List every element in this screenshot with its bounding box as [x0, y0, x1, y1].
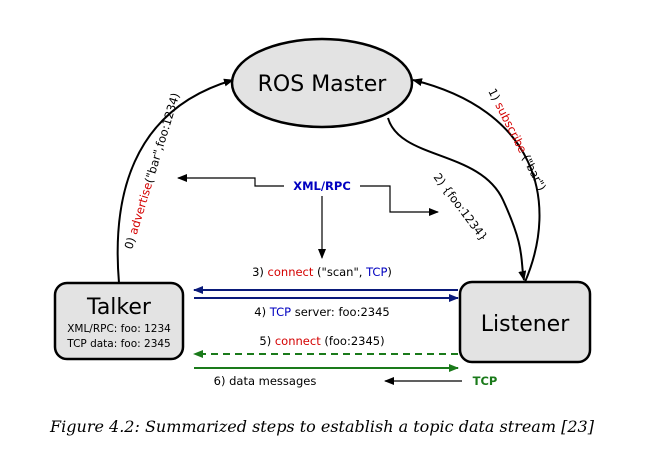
step4-label: 4) TCP server: foo:2345: [254, 305, 389, 319]
master-to-listener-arrow: [387, 117, 527, 281]
subscribe-label: 1) subscribe ("bar"): [485, 86, 549, 193]
foo1234-label: 2) {foo:1234}: [431, 170, 491, 243]
talker-tcp-line: TCP data: foo: 2345: [66, 338, 170, 350]
talker-node: Talker XML/RPC: foo: 1234 TCP data: foo:…: [53, 281, 185, 361]
talker-title: Talker: [86, 295, 152, 320]
step6-label: 6) data messages: [214, 374, 317, 388]
listener-title: Listener: [481, 312, 570, 337]
advertise-arrow: [116, 78, 234, 284]
tcp-label: TCP: [473, 374, 498, 388]
figure-caption: Figure 4.2: Summarized steps to establis…: [49, 417, 595, 436]
listener-node: Listener: [458, 280, 592, 364]
ros-master-node: ROS Master: [230, 37, 414, 129]
xmlrpc-label: XML/RPC: [293, 179, 351, 193]
xmlrpc-left-arrow: [177, 174, 284, 187]
subscribe-arrow: [412, 78, 541, 283]
talker-xmlrpc-line: XML/RPC: foo: 1234: [67, 323, 171, 335]
step5-label: 5) connect (foo:2345): [259, 334, 384, 348]
step3-label: 3) connect ("scan", TCP): [252, 265, 392, 279]
ros-master-title: ROS Master: [258, 72, 388, 97]
xmlrpc-right-arrow: [360, 185, 439, 216]
